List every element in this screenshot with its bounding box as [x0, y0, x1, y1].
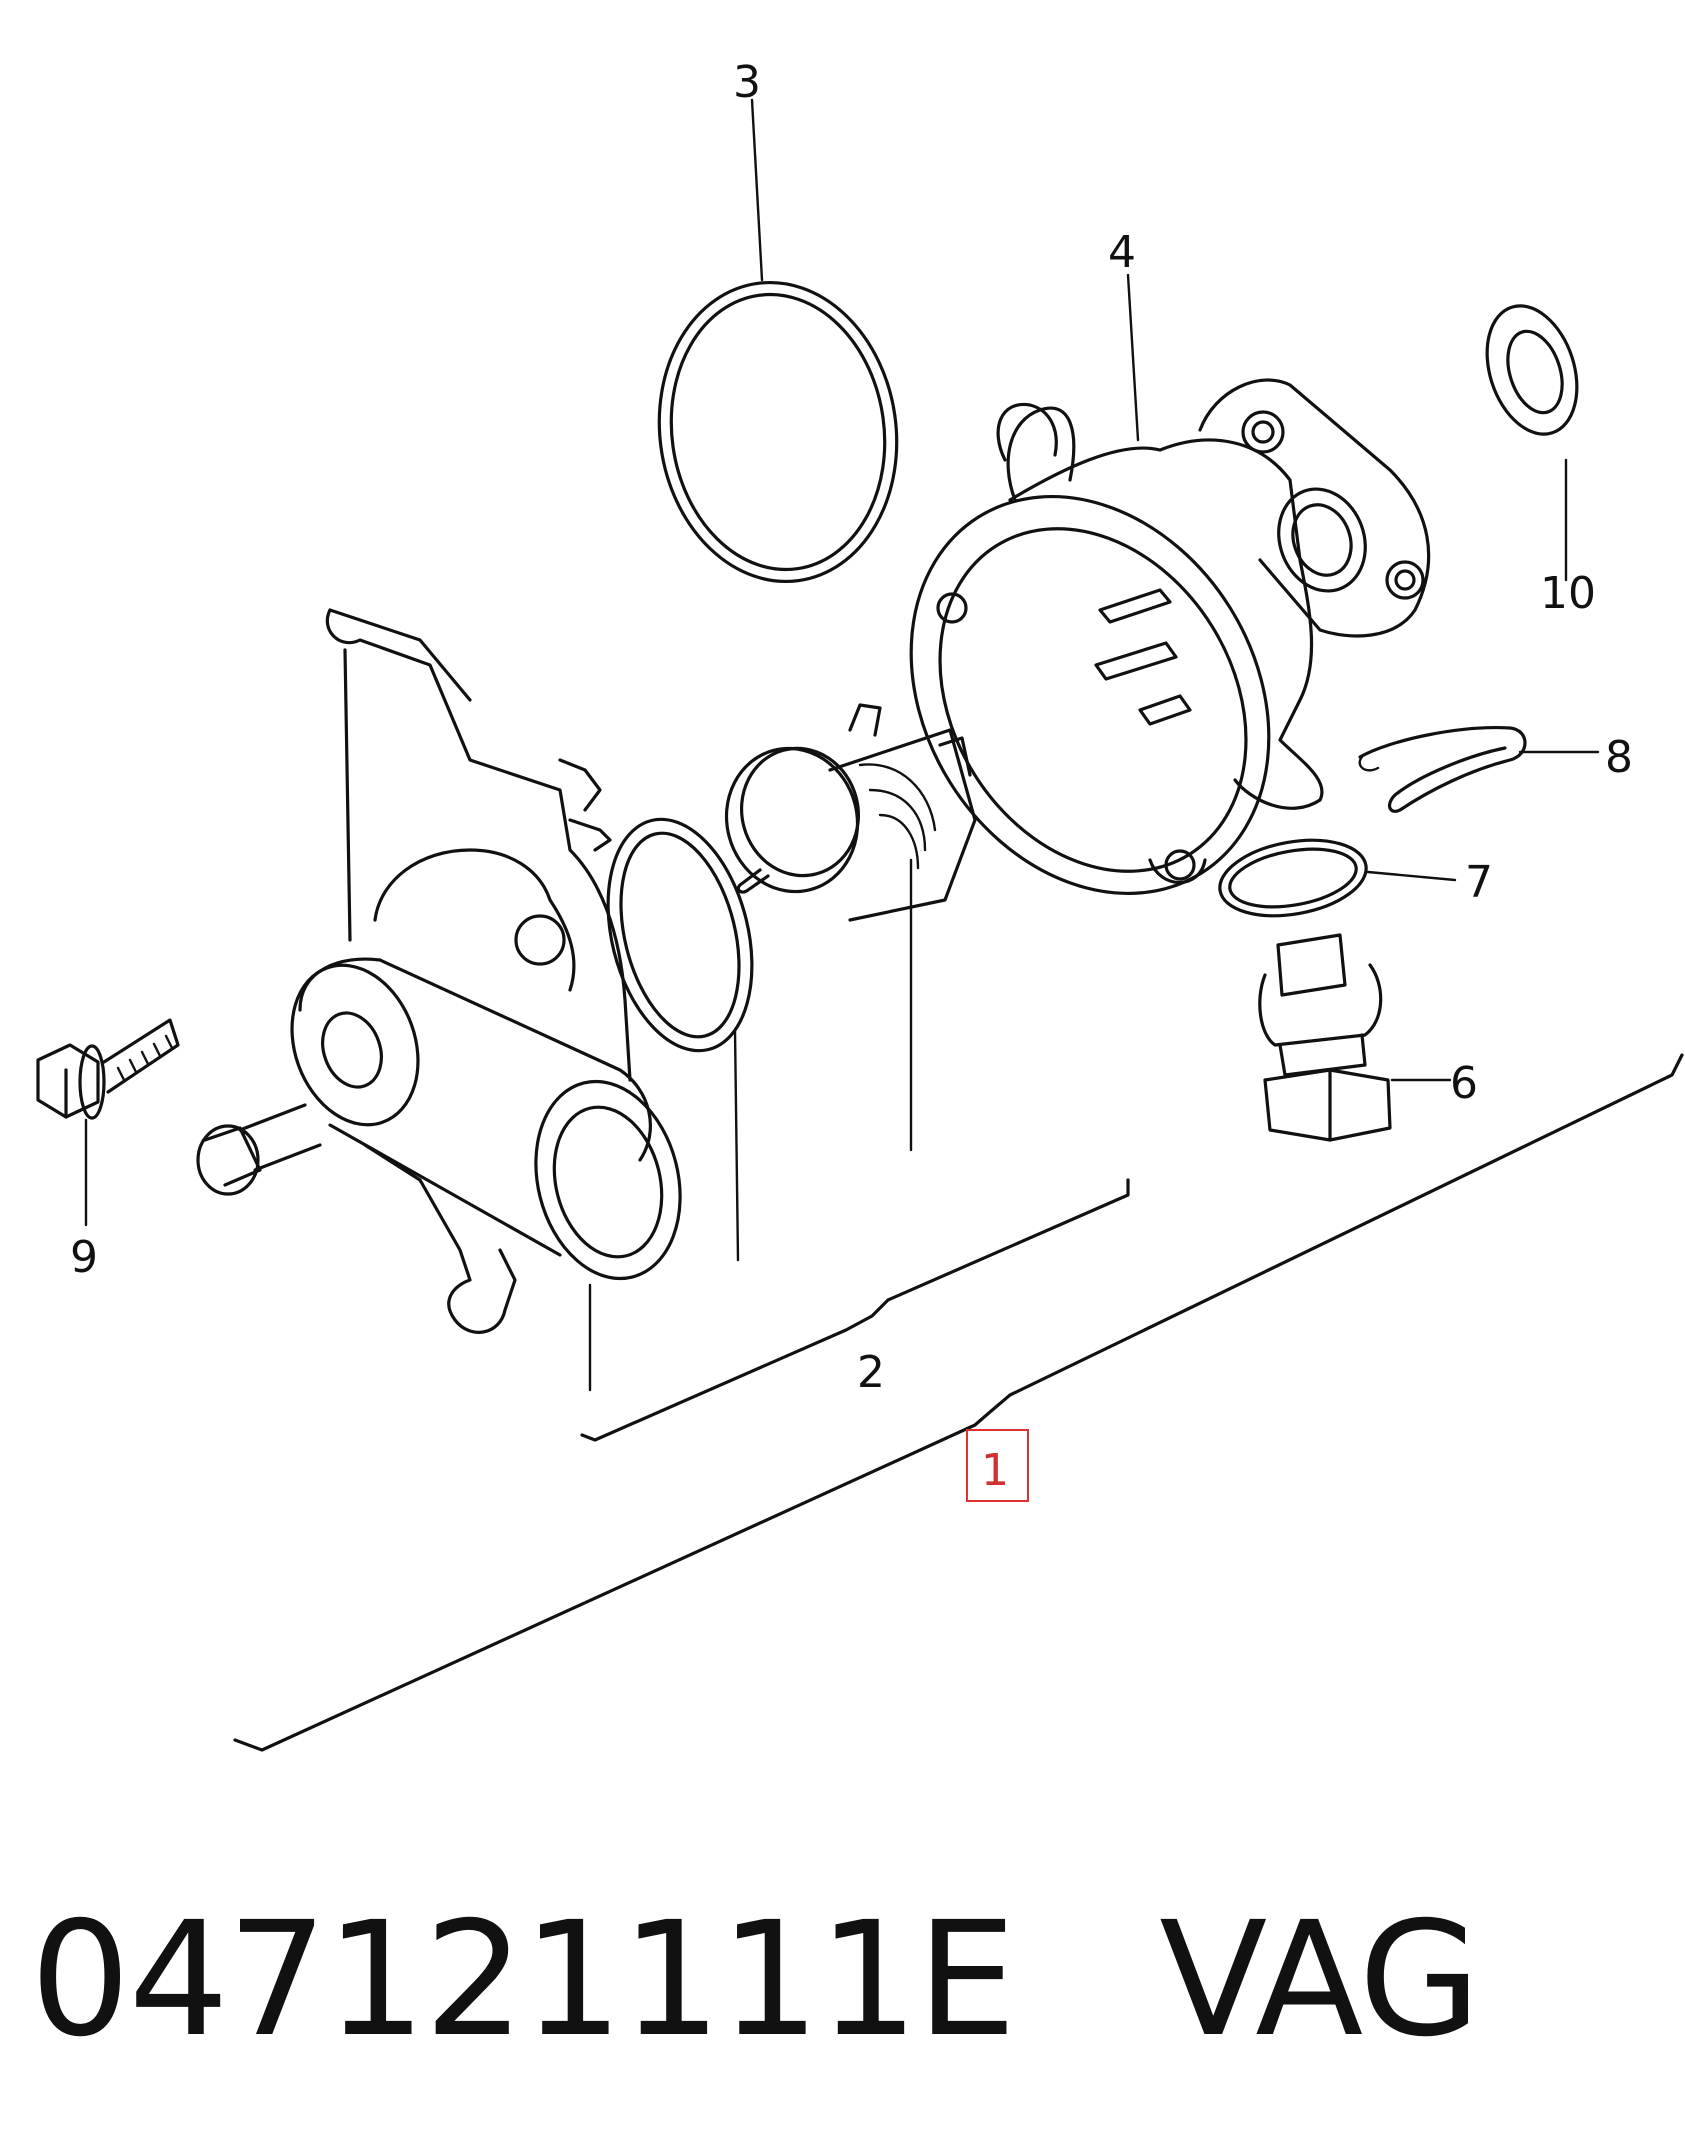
part-number-caption: 047121111E VAG — [30, 1880, 1670, 2080]
callout-9: 9 — [70, 1232, 98, 1283]
assembly-bracket-1 — [233, 1053, 1684, 1752]
callout-3: 3 — [733, 57, 761, 108]
callout-1: 1 — [981, 1445, 1009, 1496]
callout-2: 2 — [857, 1347, 885, 1398]
callout-4: 4 — [1108, 227, 1136, 278]
exploded-parts-diagram: 3 4 10 8 7 6 9 2 1 — [36, 57, 1684, 1752]
callout-1-highlight — [966, 1429, 1029, 1502]
connector-housing — [196, 608, 682, 1334]
part-9-bolt — [36, 1018, 180, 1120]
assembly-bracket-2 — [580, 1178, 1130, 1442]
callout-8: 8 — [1605, 732, 1633, 783]
brand-name: VAG — [1159, 1888, 1481, 2072]
part-8-clip — [1358, 726, 1527, 813]
callout-6: 6 — [1450, 1058, 1478, 1109]
part-number: 047121111E — [30, 1888, 1017, 2072]
caption-gap — [1015, 1888, 1160, 2072]
part-7-small-o-ring — [1218, 838, 1368, 918]
part-6-temperature-sensor — [1258, 933, 1392, 1142]
part-10-washer — [1485, 304, 1579, 436]
part-3-large-o-ring — [657, 280, 899, 584]
leader-lines — [84, 98, 1600, 1392]
middle-o-ring — [606, 817, 754, 1053]
callout-10: 10 — [1540, 568, 1596, 619]
part-4-thermostat-housing — [909, 378, 1431, 895]
callout-7: 7 — [1465, 857, 1493, 908]
thermostat-insert — [724, 703, 977, 922]
